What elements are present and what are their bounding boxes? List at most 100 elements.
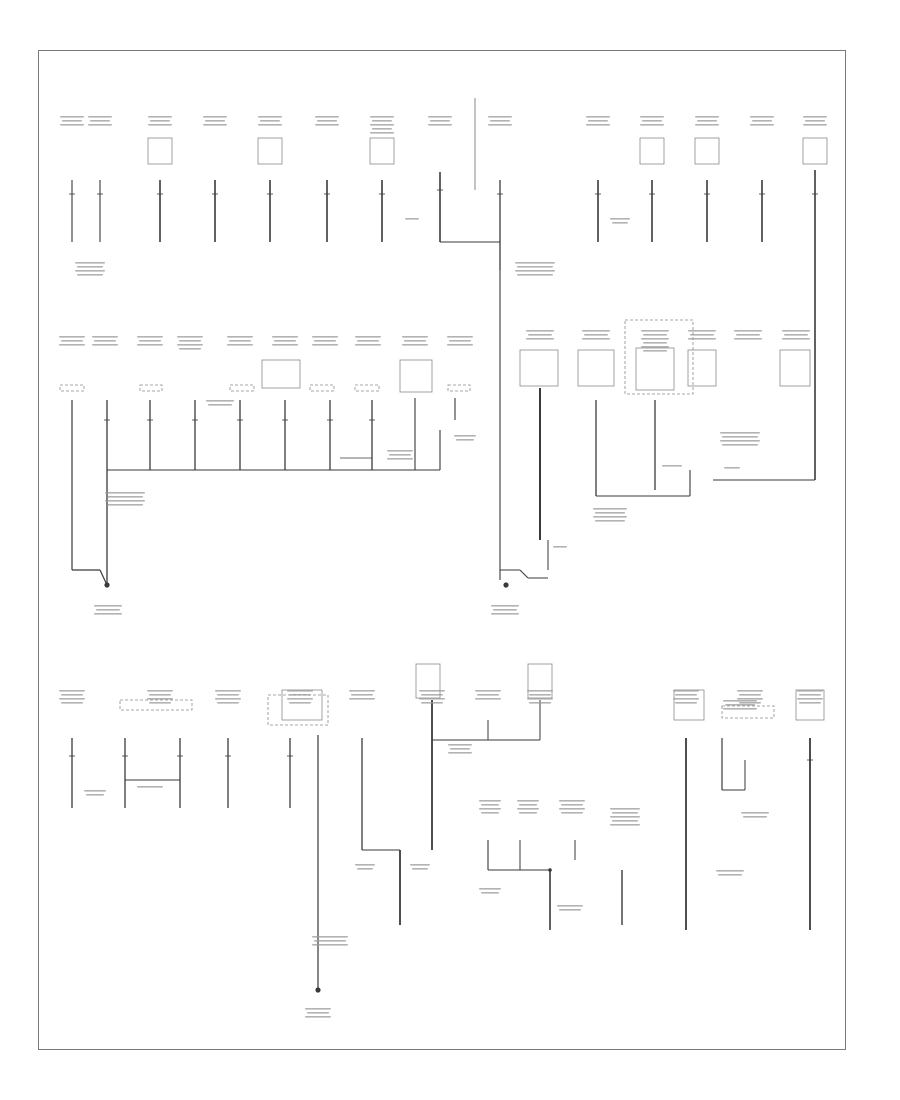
illegible-label-104 bbox=[610, 218, 630, 220]
component-box-283 bbox=[415, 663, 441, 699]
illegible-label-371 bbox=[723, 700, 757, 702]
illegible-label-47 bbox=[805, 120, 825, 122]
illegible-label-95 bbox=[75, 262, 105, 264]
illegible-label-28 bbox=[428, 124, 452, 126]
illegible-label-22 bbox=[370, 124, 394, 126]
illegible-label-175 bbox=[94, 605, 122, 607]
illegible-label-136 bbox=[447, 344, 473, 346]
illegible-label-204 bbox=[734, 330, 762, 332]
illegible-label-356 bbox=[610, 816, 640, 818]
illegible-label-17 bbox=[315, 116, 339, 118]
illegible-label-4 bbox=[90, 120, 110, 122]
illegible-label-261 bbox=[421, 694, 443, 696]
illegible-label-37 bbox=[640, 124, 664, 126]
illegible-label-46 bbox=[803, 116, 827, 118]
illegible-label-278 bbox=[739, 702, 761, 704]
illegible-label-237 bbox=[722, 444, 758, 446]
illegible-label-10 bbox=[203, 116, 227, 118]
illegible-label-8 bbox=[148, 124, 172, 126]
illegible-label-273 bbox=[673, 698, 699, 700]
illegible-label-180 bbox=[105, 500, 145, 502]
illegible-label-96 bbox=[77, 266, 103, 268]
illegible-label-338 bbox=[479, 888, 501, 890]
illegible-label-19 bbox=[315, 124, 339, 126]
illegible-label-113 bbox=[139, 340, 161, 342]
illegible-label-307 bbox=[84, 790, 106, 792]
illegible-label-280 bbox=[799, 694, 821, 696]
illegible-label-244 bbox=[61, 702, 83, 704]
illegible-label-12 bbox=[203, 124, 227, 126]
ground-symbol-311 bbox=[315, 987, 321, 993]
illegible-label-313 bbox=[307, 1012, 329, 1014]
illegible-label-127 bbox=[312, 344, 338, 346]
component-box-38 bbox=[639, 137, 665, 165]
illegible-label-41 bbox=[695, 124, 719, 126]
illegible-label-328 bbox=[412, 868, 428, 870]
illegible-label-117 bbox=[177, 344, 203, 346]
illegible-label-279 bbox=[797, 690, 823, 692]
illegible-label-193 bbox=[584, 334, 608, 336]
illegible-label-186 bbox=[387, 458, 413, 460]
illegible-label-266 bbox=[475, 698, 501, 700]
illegible-label-272 bbox=[675, 694, 697, 696]
illegible-label-357 bbox=[612, 820, 638, 822]
component-dashed-box-215 bbox=[624, 319, 694, 395]
illegible-label-130 bbox=[355, 344, 381, 346]
component-box-9 bbox=[147, 137, 173, 165]
illegible-label-258 bbox=[351, 694, 373, 696]
illegible-label-242 bbox=[61, 694, 83, 696]
illegible-label-205 bbox=[736, 334, 760, 336]
component-box-layer bbox=[59, 137, 828, 726]
component-box-284 bbox=[527, 663, 553, 699]
component-dashed-box-140 bbox=[59, 384, 85, 392]
illegible-label-106 bbox=[59, 336, 85, 338]
illegible-label-271 bbox=[673, 690, 699, 692]
illegible-label-250 bbox=[217, 694, 239, 696]
illegible-label-238 bbox=[662, 465, 682, 467]
illegible-label-275 bbox=[737, 690, 763, 692]
illegible-label-366 bbox=[716, 870, 744, 872]
splice-dot-337 bbox=[548, 868, 552, 872]
illegible-label-267 bbox=[527, 690, 553, 692]
illegible-label-352 bbox=[559, 808, 585, 810]
illegible-label-27 bbox=[430, 120, 450, 122]
illegible-label-316 bbox=[314, 940, 346, 942]
illegible-label-249 bbox=[215, 690, 241, 692]
illegible-label-185 bbox=[389, 454, 411, 456]
illegible-label-365 bbox=[743, 816, 767, 818]
illegible-label-257 bbox=[349, 690, 375, 692]
illegible-label-181 bbox=[107, 504, 143, 506]
illegible-label-32 bbox=[586, 116, 610, 118]
illegible-label-255 bbox=[287, 698, 313, 700]
illegible-label-7 bbox=[150, 120, 170, 122]
illegible-label-35 bbox=[640, 116, 664, 118]
illegible-label-189 bbox=[526, 330, 554, 332]
illegible-label-372 bbox=[725, 704, 755, 706]
illegible-label-281 bbox=[797, 698, 823, 700]
component-dashed-box-288 bbox=[119, 699, 193, 711]
illegible-label-48 bbox=[803, 124, 827, 126]
illegible-label-367 bbox=[718, 874, 742, 876]
illegible-label-178 bbox=[105, 492, 145, 494]
wire-219 bbox=[519, 569, 529, 579]
illegible-label-353 bbox=[561, 812, 583, 814]
illegible-label-206 bbox=[734, 338, 762, 340]
illegible-label-102 bbox=[517, 274, 553, 276]
illegible-label-309 bbox=[137, 786, 163, 788]
illegible-label-124 bbox=[272, 344, 298, 346]
illegible-label-114 bbox=[137, 344, 163, 346]
illegible-label-105 bbox=[612, 222, 628, 224]
illegible-label-229 bbox=[491, 613, 519, 615]
illegible-label-343 bbox=[481, 804, 499, 806]
illegible-label-191 bbox=[526, 338, 554, 340]
illegible-label-228 bbox=[493, 609, 517, 611]
illegible-label-29 bbox=[488, 116, 512, 118]
illegible-label-119 bbox=[227, 336, 253, 338]
illegible-label-254 bbox=[289, 694, 311, 696]
illegible-label-33 bbox=[588, 120, 608, 122]
illegible-label-34 bbox=[586, 124, 610, 126]
illegible-label-184 bbox=[387, 450, 413, 452]
illegible-label-325 bbox=[355, 864, 375, 866]
illegible-label-97 bbox=[75, 270, 105, 272]
component-box-137 bbox=[261, 359, 301, 389]
